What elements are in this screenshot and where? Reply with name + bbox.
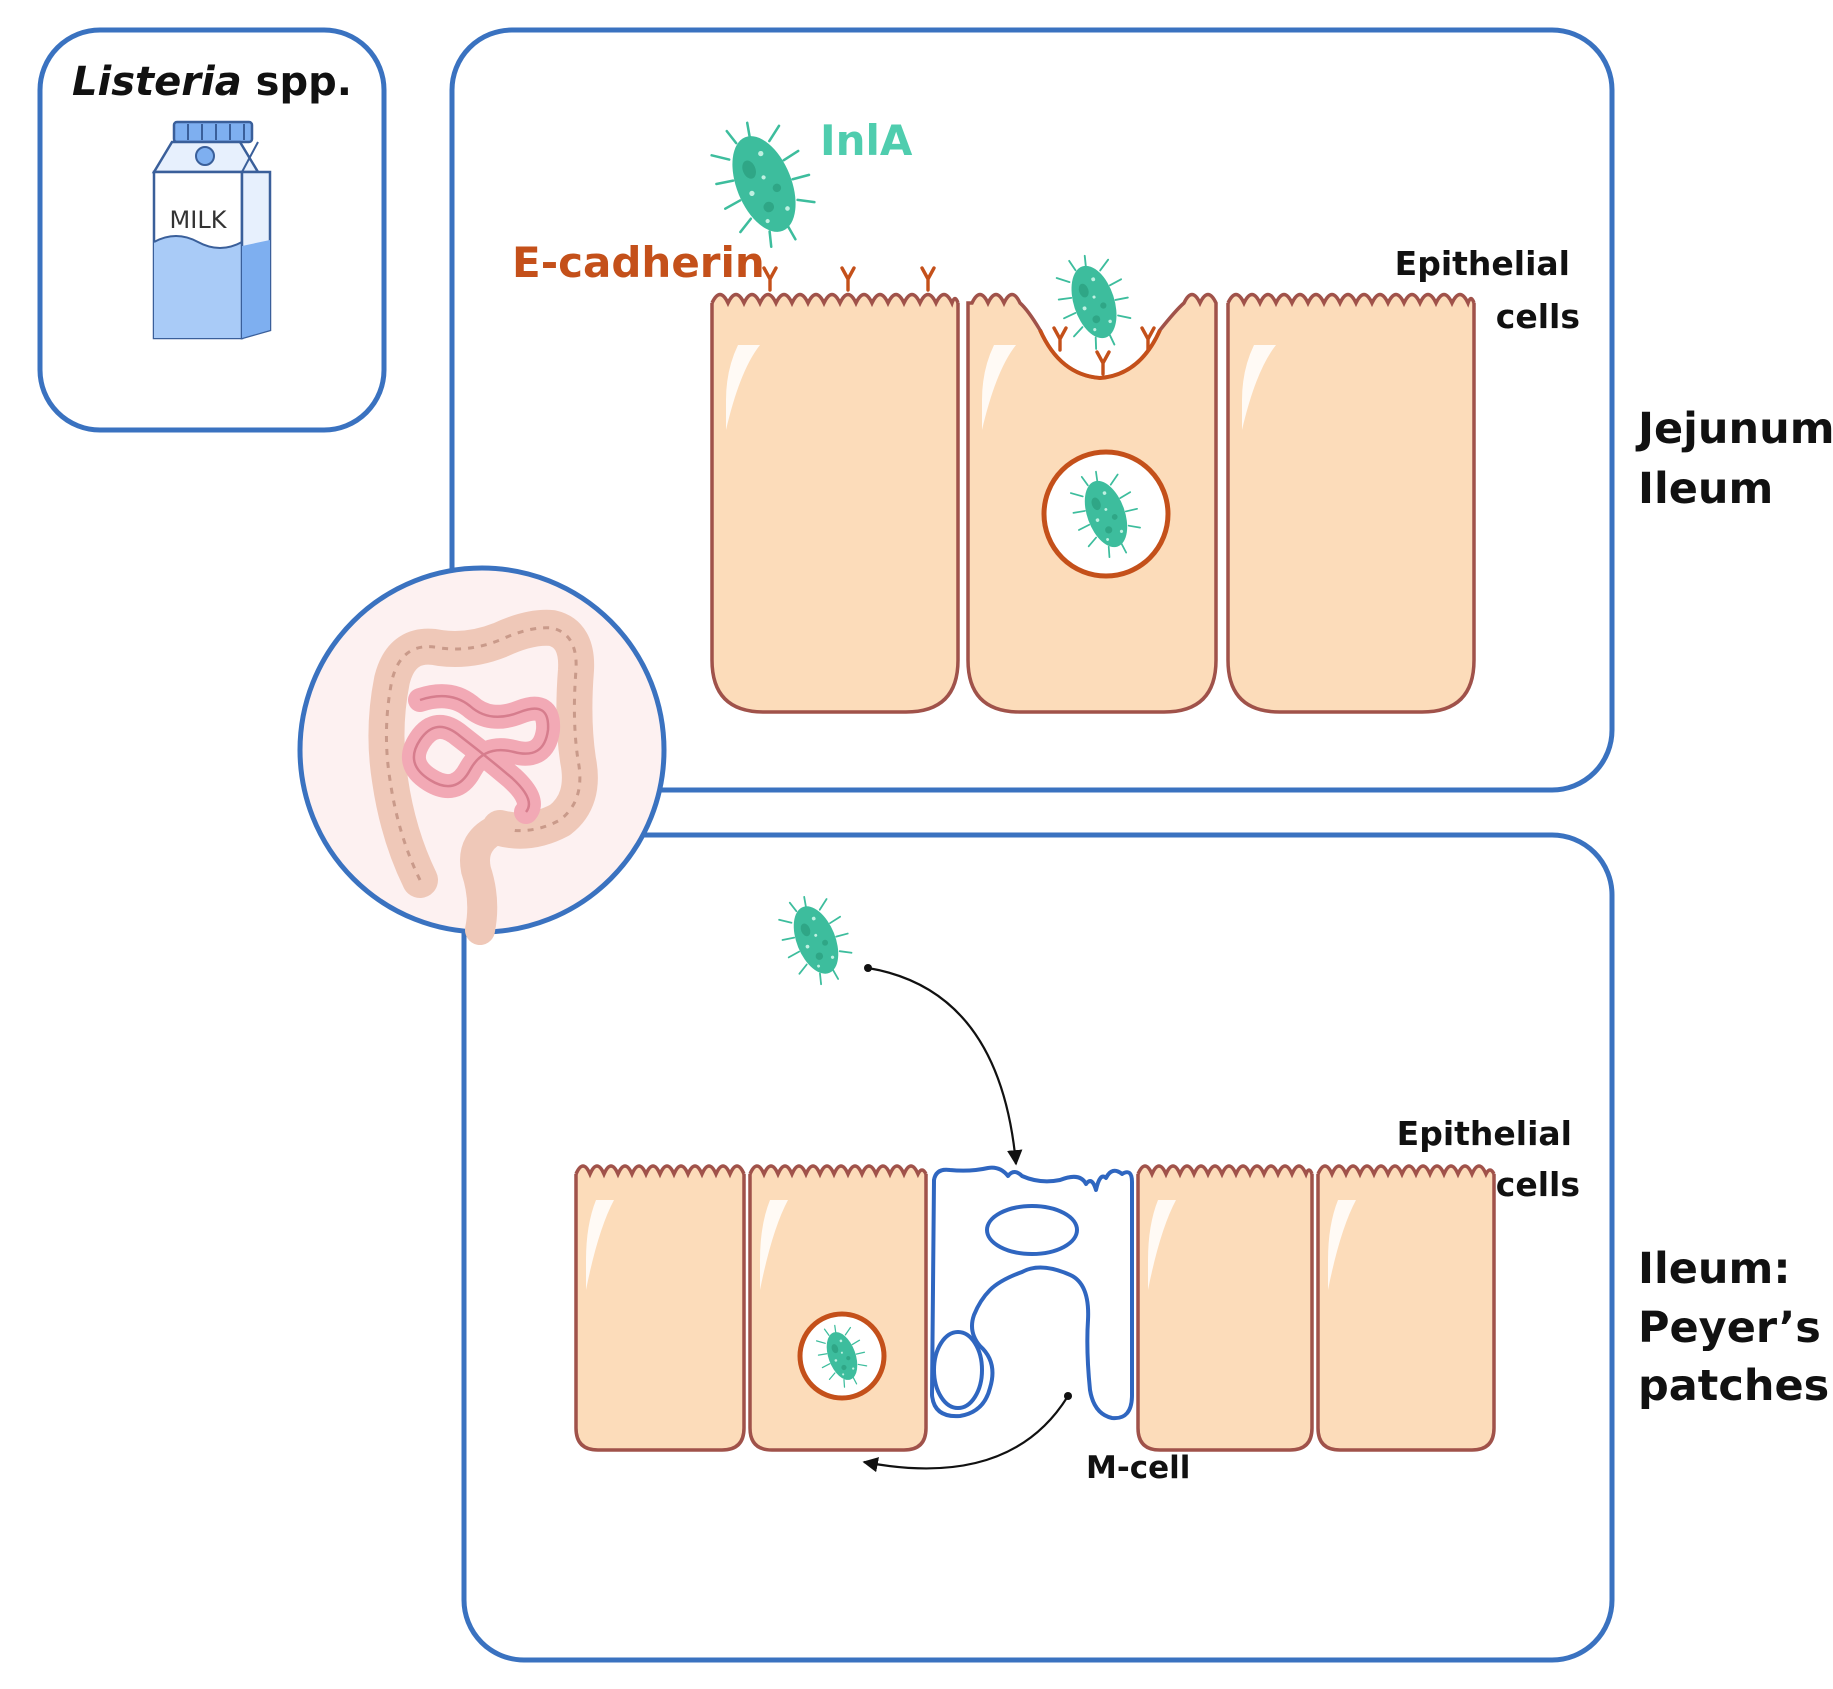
- top-cell-3-villi: [1226, 292, 1476, 308]
- milk-carton-icon: MILK: [151, 120, 272, 340]
- source-title-italic: Listeria: [72, 59, 242, 105]
- top-cells-label: cells: [1496, 297, 1580, 336]
- m-cell: [930, 1165, 1134, 1421]
- m-cell-vesicle-lower: [932, 1330, 984, 1410]
- bottom-cells-label: cells: [1496, 1165, 1580, 1204]
- source-title-rest: spp.: [242, 59, 352, 105]
- invagination-membrane: [1038, 329, 1162, 381]
- top-cell-1: [710, 303, 960, 714]
- inla-label: InlA: [820, 116, 913, 165]
- intestine-icon: [297, 565, 667, 945]
- bottom-cell-3: [1136, 1174, 1314, 1452]
- bottom-cell-4: [1316, 1174, 1496, 1452]
- region-ileum-label: Ileum: [1638, 464, 1773, 514]
- arrow-to-m-cell: [867, 966, 1023, 1166]
- region-jejunum-label: Jejunum: [1635, 404, 1833, 454]
- e-cadherin-label: E-cadherin: [512, 238, 765, 287]
- source-title: Listeria spp.: [72, 59, 352, 105]
- m-cell-label: M-cell: [1086, 1450, 1190, 1486]
- m-cell-vesicle-upper: [985, 1204, 1079, 1256]
- arrow-from-m-cell: [862, 1395, 1069, 1473]
- top-cell-3: [1226, 303, 1476, 714]
- bottom-panel: [461, 832, 1615, 1663]
- bottom-epithelial-label: Epithelial: [1397, 1114, 1572, 1153]
- region-ileum-peyers-label: Ileum:: [1638, 1244, 1791, 1294]
- top-cell-1-villi: [710, 292, 960, 308]
- carton-text: MILK: [170, 206, 228, 234]
- top-epithelial-cells: [710, 292, 1476, 714]
- bottom-cell-1: [574, 1174, 746, 1452]
- region-peyers-label: Peyer’s: [1638, 1303, 1821, 1353]
- top-epithelial-label: Epithelial: [1395, 244, 1570, 283]
- region-patches-label: patches: [1638, 1361, 1829, 1411]
